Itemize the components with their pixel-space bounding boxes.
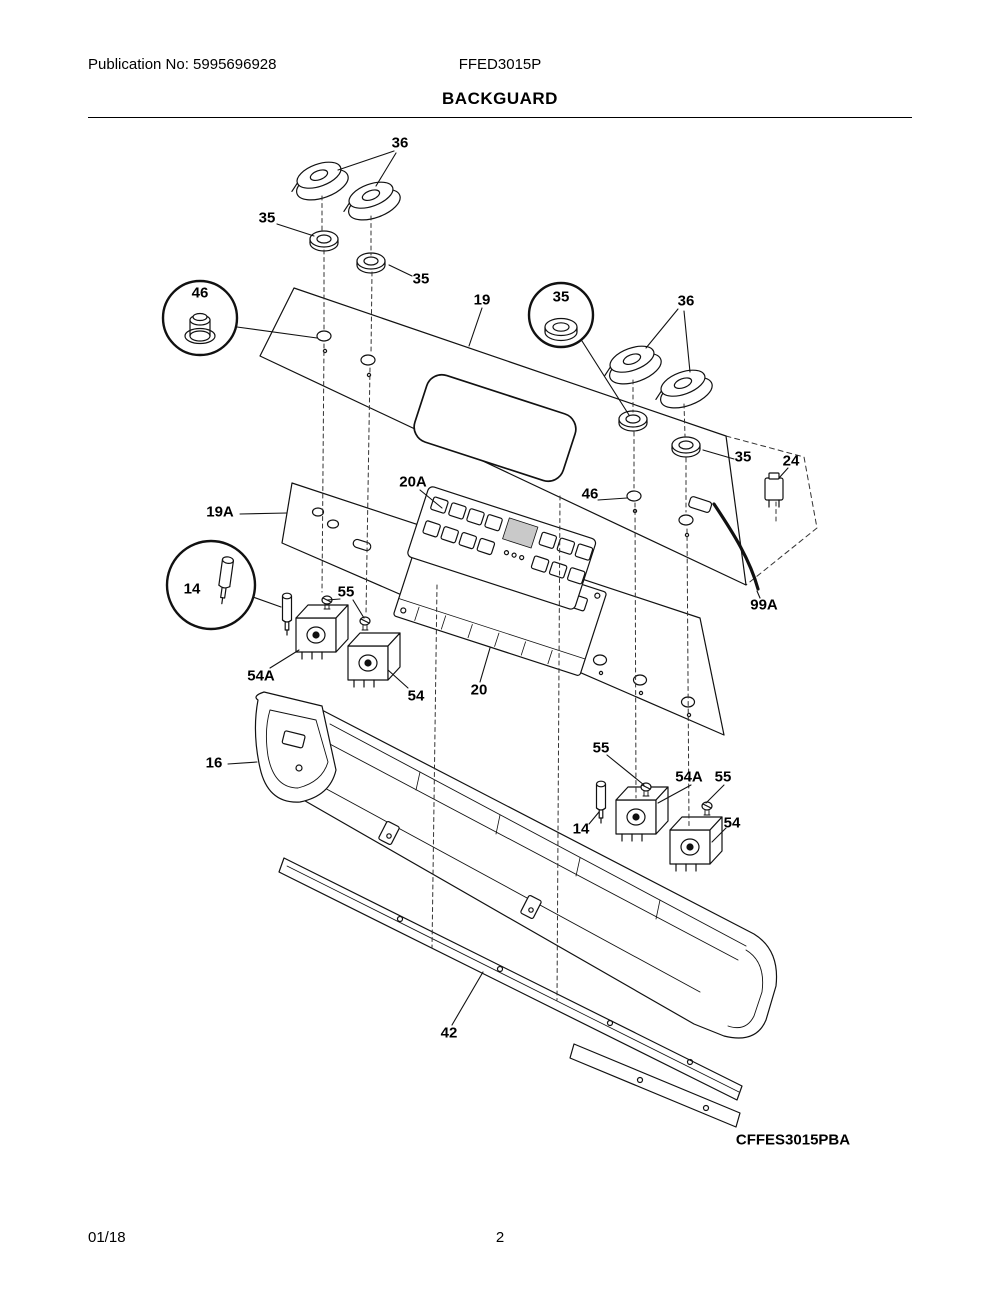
surface-switch — [669, 816, 723, 872]
probe — [595, 780, 607, 824]
detail-circle-14 — [165, 539, 257, 631]
callout-nut-top-right: 35 — [412, 270, 430, 288]
callout-switch-left-rear: 54 — [407, 687, 425, 705]
footer-date: 01/18 — [88, 1229, 126, 1246]
wire-harness-shape — [712, 502, 760, 591]
control-knob — [343, 181, 401, 221]
alignment-lines — [321, 195, 777, 1001]
surface-switch — [295, 604, 349, 660]
callout-screw-right-1: 55 — [592, 739, 610, 757]
screw — [701, 801, 713, 816]
callout-button-right: 46 — [581, 485, 599, 503]
callout-body: 16 — [205, 754, 223, 772]
title-rule — [88, 117, 912, 118]
lower-trim-shape — [278, 857, 743, 1128]
callout-lower-trim: 42 — [440, 1024, 458, 1042]
callout-nut-top-left: 35 — [258, 209, 276, 227]
footer-page: 2 — [495, 1229, 505, 1246]
publication-number: Publication No: 5995696928 — [88, 56, 277, 73]
callout-nut-detail: 35 — [552, 288, 570, 306]
callout-knobs-top: 36 — [391, 134, 409, 152]
callout-switch-right-rear: 54 — [723, 814, 741, 832]
callout-knobs-right: 36 — [677, 292, 695, 310]
control-overlay-shape — [407, 486, 597, 610]
callout-switch-left-front: 54A — [247, 667, 275, 685]
probe — [281, 592, 293, 636]
backguard-panel-shape — [259, 287, 747, 586]
callout-backguard-panel: 19 — [473, 291, 491, 309]
surface-switch — [347, 632, 401, 688]
backguard-body-shape — [254, 691, 778, 1039]
screw — [359, 616, 371, 631]
control-knob — [604, 345, 662, 385]
knob-nut — [618, 410, 648, 432]
detail-circle-35 — [527, 281, 595, 349]
callout-screws-left: 55 — [337, 583, 355, 601]
switch-24-shape — [764, 472, 784, 508]
knob-nut — [356, 252, 386, 274]
callout-wire: 99A — [750, 596, 778, 614]
callout-button-detail: 46 — [191, 284, 209, 302]
callout-switch-small: 24 — [782, 452, 800, 470]
panel-hidden-edge — [725, 435, 818, 586]
callout-probe-right: 14 — [572, 820, 590, 838]
callout-nut-right: 35 — [734, 448, 752, 466]
leader-lines — [227, 150, 789, 1026]
callout-screw-right-2: 55 — [714, 768, 732, 786]
callout-switch-right-front: 54A — [675, 768, 703, 786]
knob-nut — [671, 436, 701, 458]
callout-overlay: 20A — [399, 473, 427, 491]
surface-switch — [615, 786, 669, 842]
knob-nut — [309, 230, 339, 252]
model-number: FFED3015P — [458, 56, 542, 73]
variant-label: CFFES3015PBA — [735, 1131, 851, 1149]
callout-probe-detail: 14 — [183, 580, 201, 598]
control-knob — [291, 161, 349, 201]
control-knob — [655, 369, 713, 409]
detail-circle-46 — [161, 279, 239, 357]
section-title: BACKGUARD — [442, 89, 558, 108]
callout-control-board: 20 — [470, 681, 488, 699]
callout-panel-insert: 19A — [206, 503, 234, 521]
